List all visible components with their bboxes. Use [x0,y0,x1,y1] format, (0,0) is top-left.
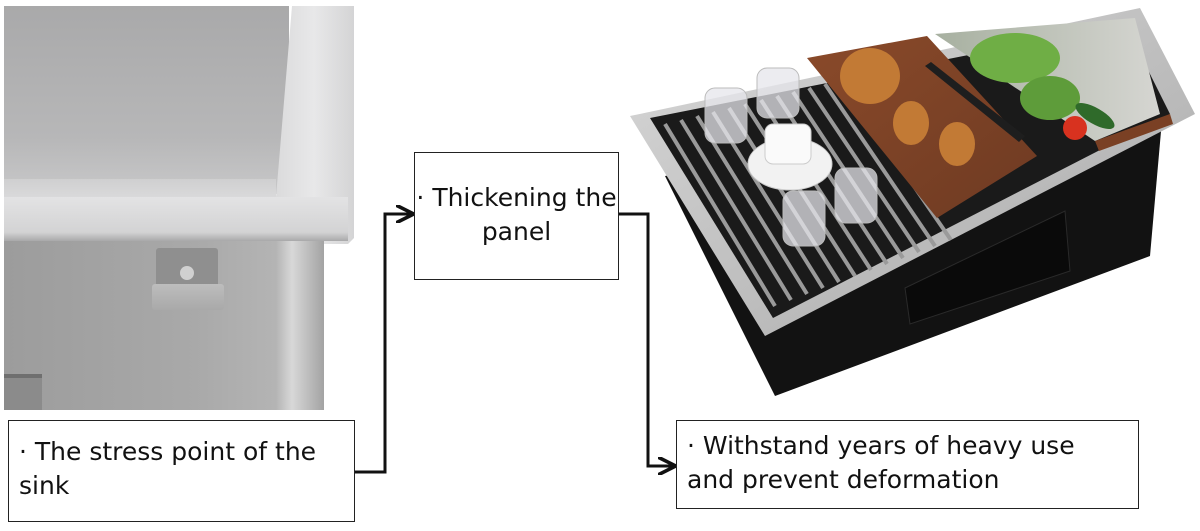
croissants [840,48,975,166]
callout-stress-point: · The stress point of the sink [8,420,355,522]
workstation-sink-illustration [630,8,1195,396]
mounting-clip [152,248,224,312]
workstation-sink-image [625,6,1195,398]
clip-plate [152,284,224,310]
connector-stress-to-panel [355,214,412,474]
front-drain-recess [904,210,1071,325]
overflow-slot [4,374,42,410]
sink-corner-closeup-image [4,6,354,410]
sink-basin [4,6,289,194]
knife [925,62,1025,142]
glass-cups [704,67,878,247]
callout-stress-point-text: · The stress point of the sink [19,437,317,500]
clip-hole [180,266,194,280]
wooden-rail [1095,114,1173,151]
sink-rim-front [4,197,348,241]
basin-lip [4,179,276,197]
callout-thickening-panel: · Thickening the panel [414,152,619,280]
vegetables [970,33,1115,140]
callout-withstand-use-text: · Withstand years of heavy use and preve… [687,431,1075,494]
callout-withstand-use: · Withstand years of heavy use and preve… [676,420,1139,509]
coffee-cup [764,123,812,165]
callout-thickening-panel-text: · Thickening the panel [416,183,617,246]
